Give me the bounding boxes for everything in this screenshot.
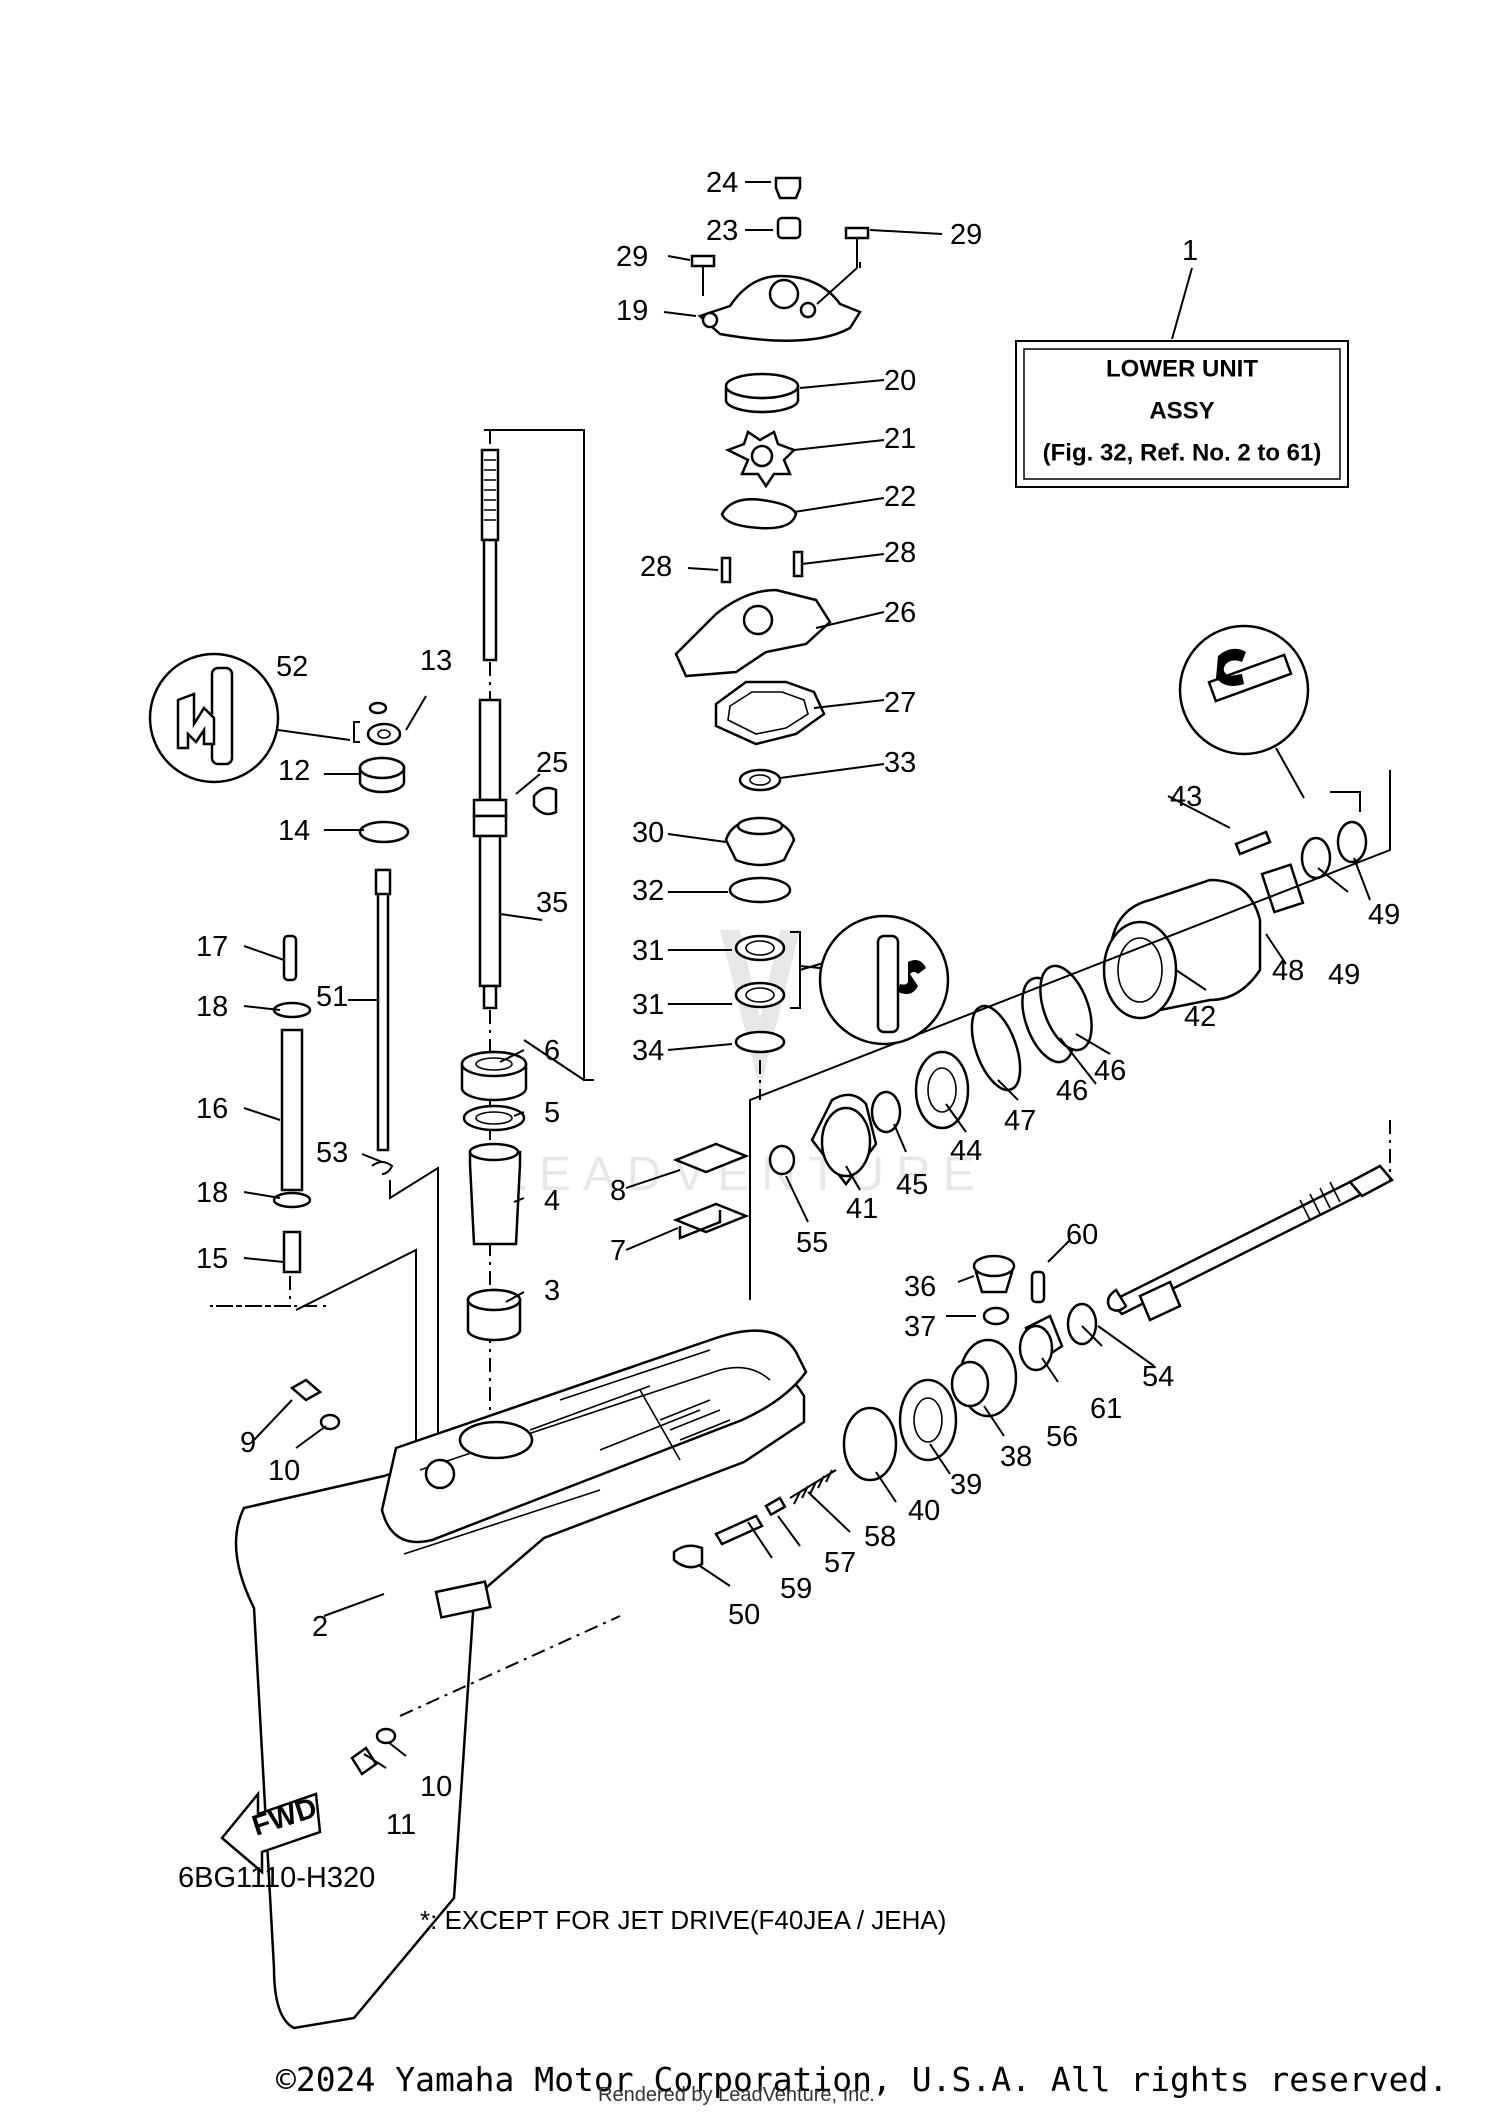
fasteners xyxy=(289,1378,397,1776)
callout-58: 58 xyxy=(864,1521,896,1553)
callout-32: 32 xyxy=(632,875,664,907)
callout-17: 17 xyxy=(196,931,228,963)
callout-31a: 31 xyxy=(632,935,664,967)
callout-56: 56 xyxy=(1046,1421,1078,1453)
callout-21: 21 xyxy=(884,423,916,455)
callout-1: 1 xyxy=(1182,235,1198,267)
callout-22: 22 xyxy=(884,481,916,513)
callout-46b: 46 xyxy=(1056,1075,1088,1107)
callout-19: 19 xyxy=(616,295,648,327)
callout-39: 39 xyxy=(950,1469,982,1501)
callout-13: 13 xyxy=(420,645,452,677)
callout-52: 52 xyxy=(276,651,308,683)
callout-48: 48 xyxy=(1272,955,1304,987)
footnote: *: EXCEPT FOR JET DRIVE(F40JEA / JEHA) xyxy=(420,1905,947,1935)
callout-7: 7 xyxy=(610,1235,626,1267)
water-pump-parts xyxy=(674,176,870,1100)
callout-35: 35 xyxy=(536,887,568,919)
callout-38: 38 xyxy=(1000,1441,1032,1473)
callout-5: 5 xyxy=(544,1097,560,1129)
callout-18b: 18 xyxy=(196,1177,228,1209)
callout-25: 25 xyxy=(536,747,568,779)
callout-29b: 29 xyxy=(950,219,982,251)
callout-2: 2 xyxy=(312,1611,328,1643)
box-line-1: LOWER UNIT xyxy=(1106,355,1258,382)
box-line-2: ASSY xyxy=(1149,397,1214,424)
callout-41: 41 xyxy=(846,1193,878,1225)
callout-11: 11 xyxy=(386,1809,416,1841)
callout-9: 9 xyxy=(240,1427,256,1459)
callout-49a: 49 xyxy=(1328,959,1360,991)
callouts: 1 2 3 4 5 6 7 8 9 10 10 11 12 13 14 15 1… xyxy=(196,167,1400,1841)
callout-29a: 29 xyxy=(616,241,648,273)
callout-45: 45 xyxy=(896,1169,928,1201)
callout-47: 47 xyxy=(1004,1105,1036,1137)
propeller-shaft-parts xyxy=(672,624,1394,1569)
callout-16: 16 xyxy=(196,1093,228,1125)
diagram-code: 6BG1110-H320 xyxy=(178,1862,376,1894)
callout-43: 43 xyxy=(1170,781,1202,813)
callout-4: 4 xyxy=(544,1185,560,1217)
drive-shaft-parts xyxy=(460,429,750,1450)
callout-40: 40 xyxy=(908,1495,940,1527)
callout-31b: 31 xyxy=(632,989,664,1021)
lower-unit-box: LOWER UNIT ASSY (Fig. 32, Ref. No. 2 to … xyxy=(1015,267,1349,488)
lower-case xyxy=(234,1329,808,2030)
callout-26: 26 xyxy=(884,597,916,629)
callout-61: 61 xyxy=(1090,1393,1122,1425)
callout-14: 14 xyxy=(278,815,310,847)
callout-28a: 28 xyxy=(640,551,672,583)
callout-34: 34 xyxy=(632,1035,664,1067)
callout-10a: 10 xyxy=(268,1455,300,1487)
callout-37: 37 xyxy=(904,1311,936,1343)
callout-50: 50 xyxy=(728,1599,760,1631)
callout-24: 24 xyxy=(706,167,738,199)
copyright-notice: ©2024 Yamaha Motor Corporation, U.S.A. A… xyxy=(276,2060,1449,2099)
callout-42: 42 xyxy=(1184,1001,1216,1033)
callout-20: 20 xyxy=(884,365,916,397)
callout-57: 57 xyxy=(824,1547,856,1579)
callout-60: 60 xyxy=(1066,1219,1098,1251)
callout-49b: 49 xyxy=(1368,899,1400,931)
callout-46a: 46 xyxy=(1094,1055,1126,1087)
fwd-arrow: FWD xyxy=(220,1790,322,1875)
callout-51: 51 xyxy=(316,981,348,1013)
callout-3: 3 xyxy=(544,1275,560,1307)
callout-33: 33 xyxy=(884,747,916,779)
callout-53: 53 xyxy=(316,1137,348,1169)
callout-8: 8 xyxy=(610,1175,626,1207)
callout-12: 12 xyxy=(278,755,310,787)
callout-44: 44 xyxy=(950,1135,982,1167)
callout-15: 15 xyxy=(196,1243,228,1275)
leader-lines xyxy=(243,181,1371,1769)
callout-18a: 18 xyxy=(196,991,228,1023)
callout-23: 23 xyxy=(706,215,738,247)
callout-30: 30 xyxy=(632,817,664,849)
callout-55: 55 xyxy=(796,1227,828,1259)
callout-28b: 28 xyxy=(884,537,916,569)
callout-6: 6 xyxy=(544,1035,560,1067)
rendered-by: Rendered by LeadVenture, Inc. xyxy=(598,2084,875,2106)
callout-36: 36 xyxy=(904,1271,936,1303)
callout-10b: 10 xyxy=(420,1771,452,1803)
box-line-3: (Fig. 32, Ref. No. 2 to 61) xyxy=(1043,439,1322,466)
callout-54: 54 xyxy=(1142,1361,1174,1393)
callout-59: 59 xyxy=(780,1573,812,1605)
callout-27: 27 xyxy=(884,687,916,719)
